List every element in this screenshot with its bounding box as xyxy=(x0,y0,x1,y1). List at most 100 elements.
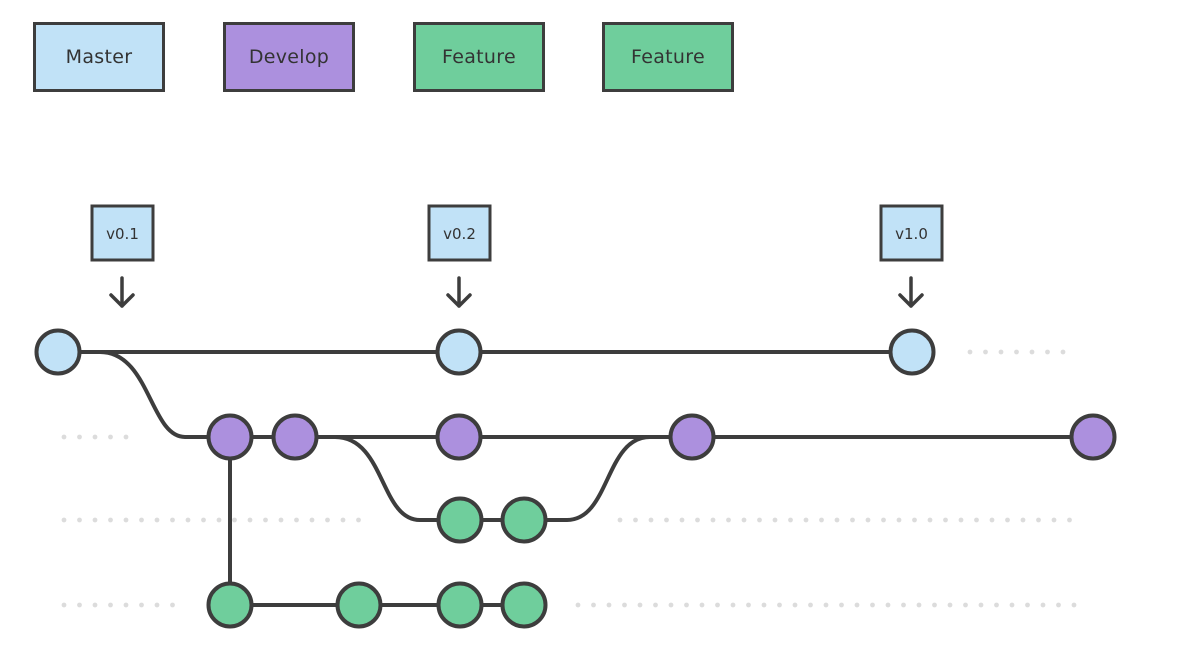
tag-v0.2-arrow-icon xyxy=(446,276,472,308)
master-commit xyxy=(888,328,936,376)
continuation-dot xyxy=(710,517,716,523)
master-commit xyxy=(435,328,483,376)
continuation-dot xyxy=(1060,349,1066,355)
continuation-dot xyxy=(916,602,922,608)
continuation-dot xyxy=(684,602,689,608)
continuation-dot xyxy=(309,517,315,523)
version-tags: v0.1 v0.2 v1.0 xyxy=(90,204,944,308)
continuation-dot xyxy=(1014,349,1019,355)
continuation-dot xyxy=(963,602,968,608)
continuation-dot xyxy=(788,517,793,523)
continuation-dot xyxy=(761,602,767,608)
branch-lines xyxy=(56,350,1095,607)
legend-develop: Develop xyxy=(223,22,355,92)
continuation-dot xyxy=(927,517,933,523)
tag-v1.0-label: v1.0 xyxy=(895,225,928,243)
continuation-dot xyxy=(967,349,973,355)
continuation-dot xyxy=(591,602,596,608)
develop-commit xyxy=(1069,413,1117,461)
continuation-dot xyxy=(325,517,330,523)
continuation-dot xyxy=(901,602,906,608)
legend-feature-2-label: Feature xyxy=(631,46,705,68)
master-commit xyxy=(34,328,82,376)
continuation-dot xyxy=(679,517,685,523)
continuation-dot xyxy=(1067,517,1072,523)
continuation-dot xyxy=(1045,349,1050,355)
continuation-dot xyxy=(865,517,871,523)
continuation-dot xyxy=(340,517,346,523)
tag-v0.2-label: v0.2 xyxy=(443,225,476,243)
continuation-dot xyxy=(170,517,175,523)
continuation-dot xyxy=(648,517,654,523)
legend-develop-label: Develop xyxy=(248,46,330,68)
continuation-dot xyxy=(870,602,875,608)
continuation-dot xyxy=(726,517,731,523)
continuation-dot xyxy=(664,517,669,523)
commits xyxy=(34,328,1117,629)
continuation-dot xyxy=(633,517,638,523)
continuation-dot xyxy=(92,602,98,608)
continuation-dot xyxy=(850,517,855,523)
continuation-dot xyxy=(1040,602,1046,608)
continuation-dot xyxy=(881,517,886,523)
legend-master: Master xyxy=(33,22,165,92)
feature-1-merge-curve xyxy=(522,435,694,522)
continuation-dot xyxy=(108,602,113,608)
continuation-dot xyxy=(989,517,995,523)
continuation-dot xyxy=(819,517,824,523)
branch-continuation-dots xyxy=(61,349,1077,608)
feature-commit xyxy=(500,496,548,544)
continuation-dot xyxy=(715,602,720,608)
continuation-dot xyxy=(741,517,747,523)
legend-feature-2: Feature xyxy=(602,22,734,92)
continuation-dot xyxy=(123,434,129,440)
continuation-dot xyxy=(247,517,253,523)
continuation-dot xyxy=(139,517,144,523)
feature-commit xyxy=(206,581,254,629)
develop-commit xyxy=(435,413,483,461)
continuation-dot xyxy=(278,517,284,523)
continuation-dot xyxy=(792,602,798,608)
continuation-dot xyxy=(978,602,984,608)
continuation-dot xyxy=(1025,602,1030,608)
continuation-dot xyxy=(108,434,113,440)
continuation-dot xyxy=(1009,602,1015,608)
continuation-dot xyxy=(61,434,67,440)
continuation-dot xyxy=(757,517,762,523)
continuation-dot xyxy=(896,517,902,523)
continuation-dot xyxy=(777,602,782,608)
legend-master-label: Master xyxy=(65,46,133,68)
continuation-dot xyxy=(139,602,144,608)
continuation-dot xyxy=(61,602,67,608)
continuation-dot xyxy=(294,517,299,523)
continuation-dot xyxy=(606,602,612,608)
continuation-dot xyxy=(575,602,581,608)
continuation-dot xyxy=(185,517,191,523)
continuation-dot xyxy=(1020,517,1026,523)
continuation-dot xyxy=(668,602,674,608)
continuation-dot xyxy=(77,517,82,523)
continuation-dot xyxy=(356,517,361,523)
feature-commit xyxy=(436,496,484,544)
tag-v0.1-label: v0.1 xyxy=(106,225,139,243)
continuation-dot xyxy=(834,517,840,523)
continuation-dot xyxy=(1051,517,1057,523)
continuation-dot xyxy=(932,602,937,608)
develop-commit xyxy=(271,413,319,461)
continuation-dot xyxy=(994,602,999,608)
continuation-dot xyxy=(108,517,113,523)
continuation-dot xyxy=(170,602,175,608)
legend-feature-1-label: Feature xyxy=(442,46,516,68)
continuation-dot xyxy=(154,602,160,608)
continuation-dot xyxy=(77,434,82,440)
continuation-dot xyxy=(885,602,891,608)
continuation-dot xyxy=(617,517,623,523)
continuation-dot xyxy=(998,349,1004,355)
tag-v0.2: v0.2 xyxy=(427,204,492,308)
continuation-dot xyxy=(263,517,268,523)
continuation-dot xyxy=(974,517,979,523)
continuation-dot xyxy=(123,602,129,608)
continuation-dot xyxy=(1005,517,1010,523)
continuation-dot xyxy=(854,602,860,608)
